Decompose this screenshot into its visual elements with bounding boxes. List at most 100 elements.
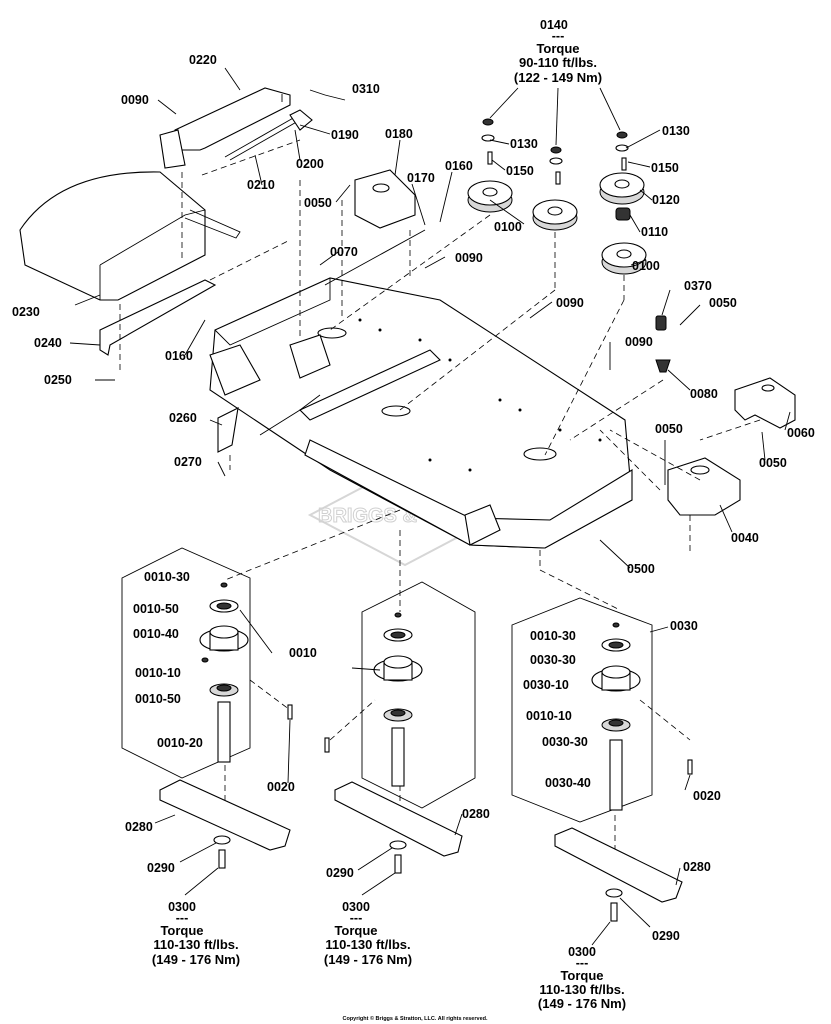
label-0030-30-bottom: 0030-30 bbox=[542, 735, 588, 749]
label-0290-right: 0290 bbox=[652, 929, 680, 943]
label-0260: 0260 bbox=[169, 411, 197, 425]
label-0120: 0120 bbox=[652, 193, 680, 207]
pulley-right-lower bbox=[601, 242, 647, 275]
bracket-0260 bbox=[217, 407, 239, 453]
label-0060: 0060 bbox=[787, 426, 815, 440]
label-0050-right: 0050 bbox=[709, 296, 737, 310]
label-0010-40: 0010-40 bbox=[133, 627, 179, 641]
label-0050-bracket: 0050 bbox=[655, 422, 683, 436]
label-0140: 0140 bbox=[540, 18, 568, 32]
label-0030-30-top: 0030-30 bbox=[530, 653, 576, 667]
deck-shell bbox=[209, 277, 633, 549]
label-0050-lower: 0050 bbox=[759, 456, 787, 470]
label-0090-deck: 0090 bbox=[556, 296, 584, 310]
nuts-washers bbox=[481, 118, 629, 185]
label-0160-left: 0160 bbox=[165, 349, 193, 363]
label-0150-right: 0150 bbox=[651, 161, 679, 175]
torque-center-title: Torque bbox=[334, 923, 377, 938]
label-0230: 0230 bbox=[12, 305, 40, 319]
chute-support-0220 bbox=[159, 87, 346, 169]
label-0280-left: 0280 bbox=[125, 820, 153, 834]
callout-labels: 0140 0220 0090 0310 0190 0200 0210 0180 … bbox=[12, 18, 815, 943]
torque-block-left: 0300 --- Torque 110-130 ft/lbs. (149 - 1… bbox=[152, 900, 240, 967]
label-0030-40: 0030-40 bbox=[545, 776, 591, 790]
label-0010-10-left: 0010-10 bbox=[135, 666, 181, 680]
torque-top-dash: --- bbox=[552, 29, 565, 43]
cover-0180 bbox=[324, 169, 426, 286]
spindle-left-parts bbox=[199, 582, 249, 763]
label-0010-30-right: 0010-30 bbox=[530, 629, 576, 643]
label-0290-left: 0290 bbox=[147, 861, 175, 875]
label-0290-center: 0290 bbox=[326, 866, 354, 880]
label-0200: 0200 bbox=[296, 157, 324, 171]
label-0100-left: 0100 bbox=[494, 220, 522, 234]
torque-left-dash: --- bbox=[176, 911, 189, 925]
blade-right bbox=[554, 827, 683, 903]
spacer-0110 bbox=[615, 207, 631, 221]
label-0100-right: 0100 bbox=[632, 259, 660, 273]
torque-right-title: Torque bbox=[560, 968, 603, 983]
label-0010-30-left: 0010-30 bbox=[144, 570, 190, 584]
bracket-0040 bbox=[667, 457, 741, 516]
label-0270: 0270 bbox=[174, 455, 202, 469]
chute-bracket-0240 bbox=[99, 279, 217, 356]
torque-block-top: --- Torque 90-110 ft/lbs. (122 - 149 Nm) bbox=[514, 29, 602, 85]
spindle-box-right bbox=[511, 597, 653, 823]
label-0010: 0010 bbox=[289, 646, 317, 660]
bolts-0020 bbox=[287, 704, 693, 775]
label-0160-top: 0160 bbox=[445, 159, 473, 173]
label-0010-50-top: 0010-50 bbox=[133, 602, 179, 616]
grease-fitting-0080 bbox=[655, 315, 671, 373]
label-0090-mid: 0090 bbox=[455, 251, 483, 265]
label-0090-right: 0090 bbox=[625, 335, 653, 349]
torque-block-right: 0300 --- Torque 110-130 ft/lbs. (149 - 1… bbox=[538, 945, 626, 1011]
spindle-box-center bbox=[361, 581, 476, 809]
label-0280-right: 0280 bbox=[683, 860, 711, 874]
label-0310: 0310 bbox=[352, 82, 380, 96]
label-0250: 0250 bbox=[44, 373, 72, 387]
label-0110: 0110 bbox=[641, 225, 668, 239]
label-0080: 0080 bbox=[690, 387, 718, 401]
label-0020-left: 0020 bbox=[267, 780, 295, 794]
label-0150-mid: 0150 bbox=[506, 164, 534, 178]
bracket-0060 bbox=[734, 377, 796, 429]
discharge-chute bbox=[19, 171, 241, 301]
torque-left-imperial: 110-130 ft/lbs. bbox=[153, 937, 238, 952]
torque-right-imperial: 110-130 ft/lbs. bbox=[539, 982, 624, 997]
torque-block-center: 0300 --- Torque 110-130 ft/lbs. (149 - 1… bbox=[324, 900, 412, 967]
torque-right-metric: (149 - 176 Nm) bbox=[538, 996, 626, 1011]
blade-hardware bbox=[213, 835, 623, 922]
label-0130-mid: 0130 bbox=[510, 137, 538, 151]
spindle-box-left bbox=[121, 547, 251, 779]
label-0010-50-bottom: 0010-50 bbox=[135, 692, 181, 706]
label-0020-right: 0020 bbox=[693, 789, 721, 803]
label-0180: 0180 bbox=[385, 127, 413, 141]
torque-left-metric: (149 - 176 Nm) bbox=[152, 952, 240, 967]
leader-lines bbox=[69, 67, 791, 946]
label-0300-right: 0300 bbox=[568, 945, 596, 959]
label-0280-center: 0280 bbox=[462, 807, 490, 821]
label-0300-center: 0300 bbox=[342, 900, 370, 914]
label-0030-10: 0030-10 bbox=[523, 678, 569, 692]
label-0240: 0240 bbox=[34, 336, 62, 350]
pulley-right-upper bbox=[599, 172, 645, 205]
torque-center-imperial: 110-130 ft/lbs. bbox=[325, 937, 410, 952]
spindle-right-parts bbox=[591, 622, 641, 811]
label-0050-left: 0050 bbox=[304, 196, 332, 210]
label-0220: 0220 bbox=[189, 53, 217, 67]
label-0010-10-right: 0010-10 bbox=[526, 709, 572, 723]
label-0300-left: 0300 bbox=[168, 900, 196, 914]
label-0030: 0030 bbox=[670, 619, 698, 633]
torque-top-title: Torque bbox=[536, 41, 579, 56]
blade-center bbox=[334, 781, 463, 857]
pulley-mid bbox=[532, 199, 578, 231]
torque-center-metric: (149 - 176 Nm) bbox=[324, 952, 412, 967]
label-0210: 0210 bbox=[247, 178, 275, 192]
label-0090: 0090 bbox=[121, 93, 149, 107]
label-0370: 0370 bbox=[684, 279, 712, 293]
torque-top-metric: (122 - 149 Nm) bbox=[514, 70, 602, 85]
torque-top-imperial: 90-110 ft/lbs. bbox=[519, 55, 597, 70]
label-0070: 0070 bbox=[330, 245, 358, 259]
blade-left bbox=[159, 779, 291, 851]
